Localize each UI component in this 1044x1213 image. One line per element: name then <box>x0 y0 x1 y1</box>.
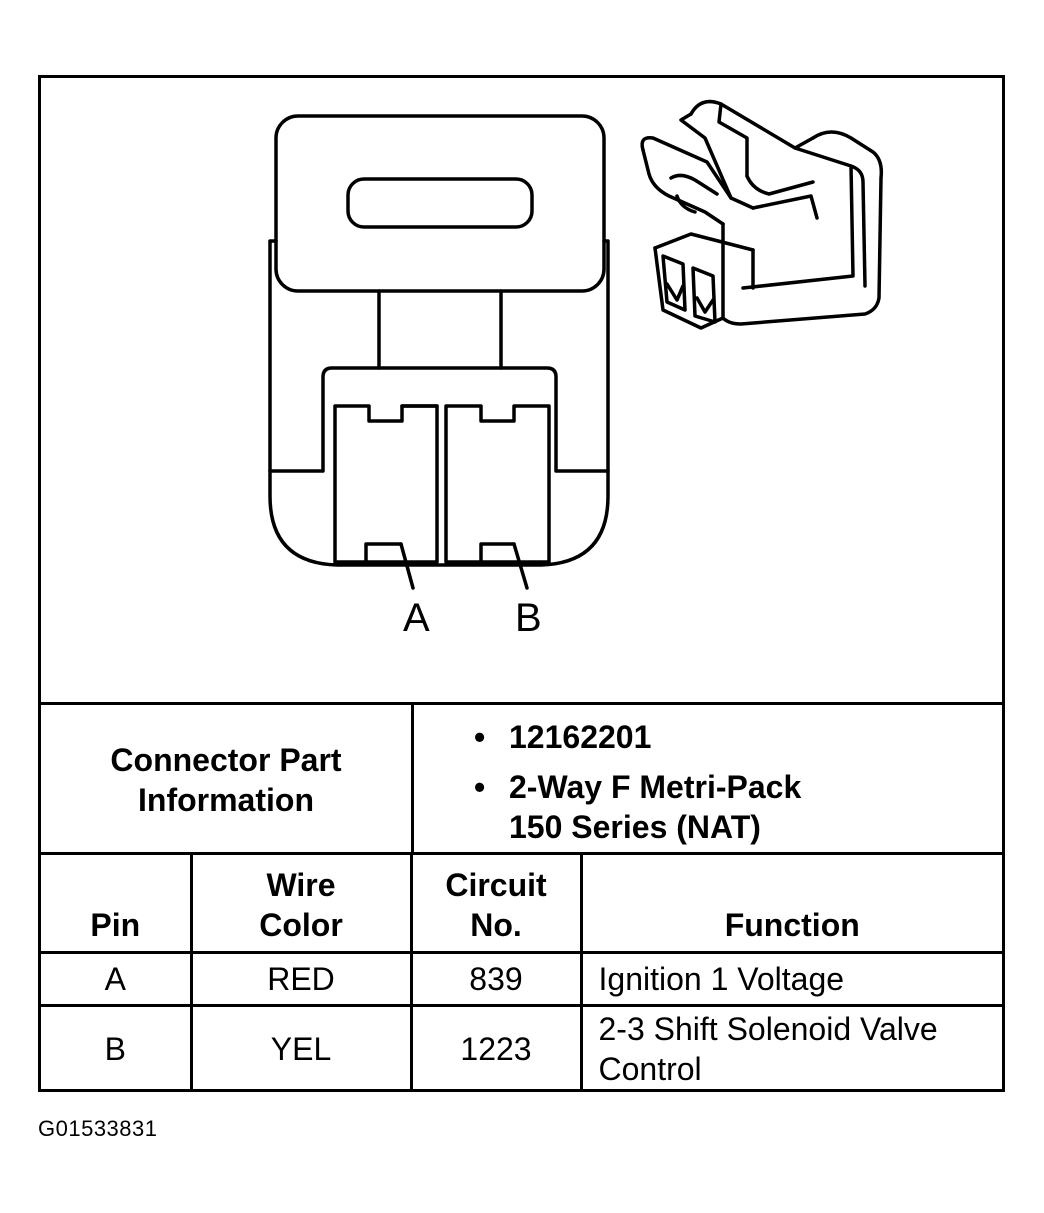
function-cell: 2-3 Shift Solenoid Valve Control <box>579 1004 1002 1091</box>
circuit-cell: 1223 <box>409 1004 583 1091</box>
bullet-icon: • <box>474 769 486 805</box>
divider <box>411 705 414 855</box>
pinout-table: Pin Wire Color Circuit No. Function A RE… <box>41 852 1002 1091</box>
table-row: B YEL 1223 2-3 Shift Solenoid Valve Cont… <box>41 1004 1002 1091</box>
pin-cell: A <box>41 951 193 1007</box>
connector-latch <box>274 114 606 293</box>
connector-info-title: Connector Part Information <box>110 742 342 818</box>
pin-cell: B <box>41 1004 193 1091</box>
pin-a-label: A <box>403 596 430 640</box>
connector-front-view <box>268 114 610 590</box>
connector-isometric-view <box>640 99 884 330</box>
connector-description: 2-Way F Metri-Pack 150 Series (NAT) <box>509 769 802 845</box>
header-pin: Pin <box>41 852 193 954</box>
header-wire-color-text: Wire Color <box>259 867 343 943</box>
bullet-icon: • <box>474 719 486 755</box>
function-cell: Ignition 1 Voltage <box>579 951 1002 1007</box>
circuit-cell: 839 <box>409 951 583 1007</box>
header-circuit-no-text: Circuit No. <box>445 867 547 943</box>
pin-b-leader <box>512 542 529 590</box>
header-function: Function <box>579 852 1002 954</box>
figure-id: G01533831 <box>38 1116 158 1141</box>
pin-b-label: B <box>515 596 542 640</box>
pin-a-leader <box>399 542 415 590</box>
header-wire-color: Wire Color <box>189 852 413 954</box>
terminal-cavity-a <box>333 404 439 564</box>
connector-latch-slot <box>346 177 534 229</box>
terminal-cavity-b <box>444 404 551 564</box>
table-header-row: Pin Wire Color Circuit No. Function <box>41 852 1002 954</box>
connector-body <box>268 239 610 567</box>
header-circuit-no: Circuit No. <box>409 852 583 954</box>
connector-drawing <box>268 99 884 590</box>
header-pin-text: Pin <box>90 907 141 943</box>
diagram-frame: A B Connector Part Information • 1216220… <box>38 75 1005 1092</box>
wire-color-cell: RED <box>189 951 413 1007</box>
wire-color-cell: YEL <box>189 1004 413 1091</box>
table-row: A RED 839 Ignition 1 Voltage <box>41 951 1002 1007</box>
header-function-text: Function <box>724 907 860 943</box>
connector-info-row: Connector Part Information • 12162201 • … <box>41 702 1002 855</box>
part-number: 12162201 <box>509 719 652 755</box>
